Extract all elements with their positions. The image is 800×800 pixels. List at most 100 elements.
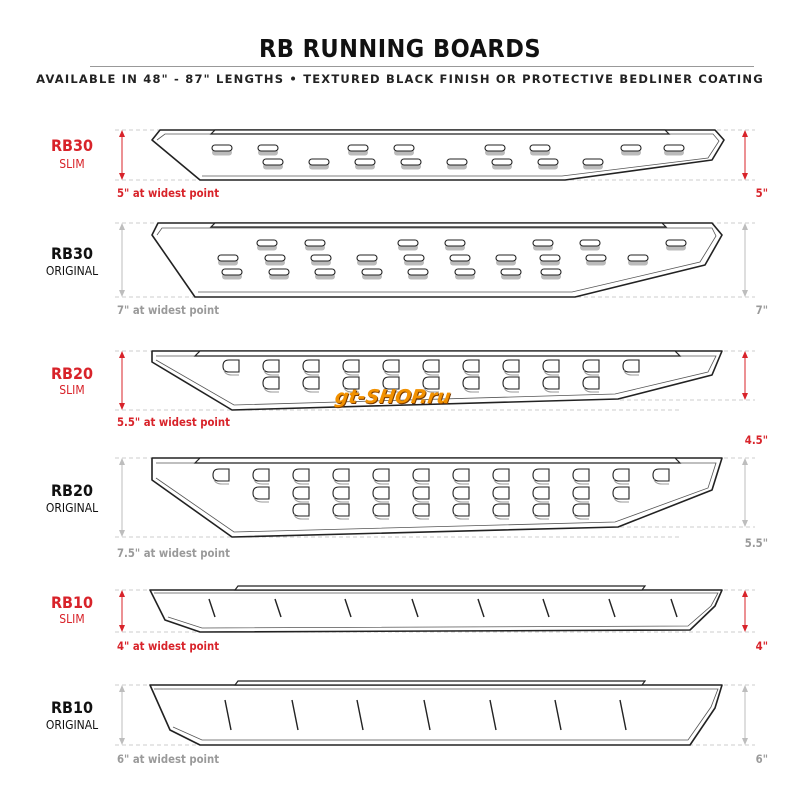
d-hole bbox=[292, 468, 310, 482]
widest-dimension: 5.5" at widest point bbox=[117, 415, 230, 429]
d-hole bbox=[302, 359, 320, 373]
slot-hole bbox=[627, 254, 649, 262]
board-outline bbox=[151, 129, 725, 181]
slot-hole bbox=[256, 239, 278, 247]
slot-hole bbox=[407, 268, 429, 276]
arrow-head-icon bbox=[119, 590, 125, 597]
d-hole bbox=[542, 359, 560, 373]
page-title: RB RUNNING BOARDS bbox=[258, 34, 542, 63]
d-hole-shadow bbox=[463, 386, 479, 393]
board-variant: SLIM bbox=[59, 383, 85, 397]
d-hole-shadow bbox=[343, 369, 359, 376]
slot-hole bbox=[585, 254, 607, 262]
d-hole bbox=[502, 359, 520, 373]
board-outline bbox=[149, 684, 723, 746]
board-name: RB20 bbox=[50, 481, 94, 500]
arrow-head-icon bbox=[119, 403, 125, 410]
arrow-head-icon bbox=[742, 625, 748, 632]
d-hole-shadow bbox=[493, 478, 509, 485]
arrow-head-icon bbox=[119, 290, 125, 297]
arrow-head-icon bbox=[742, 290, 748, 297]
tread-slash bbox=[356, 699, 364, 731]
board-name: RB10 bbox=[50, 698, 94, 717]
d-hole-shadow bbox=[463, 369, 479, 376]
d-hole bbox=[372, 503, 390, 517]
d-hole-shadow bbox=[293, 478, 309, 485]
d-hole-shadow bbox=[303, 386, 319, 393]
widest-dimension: 7.5" at widest point bbox=[117, 546, 230, 560]
slot-hole bbox=[354, 158, 376, 166]
arrow-head-icon bbox=[742, 520, 748, 527]
d-hole bbox=[342, 359, 360, 373]
d-hole-shadow bbox=[213, 478, 229, 485]
d-hole-shadow bbox=[653, 478, 669, 485]
d-hole bbox=[452, 486, 470, 500]
d-hole bbox=[532, 503, 550, 517]
d-hole bbox=[572, 468, 590, 482]
widest-dimension: 7" at widest point bbox=[117, 303, 220, 317]
board-name: RB30 bbox=[50, 136, 94, 155]
arrow-head-icon bbox=[742, 685, 748, 692]
step-plate bbox=[233, 585, 647, 591]
arrow-head-icon bbox=[119, 685, 125, 692]
tread-slash bbox=[411, 598, 419, 618]
d-hole-shadow bbox=[253, 496, 269, 503]
slot-hole bbox=[500, 268, 522, 276]
arrow-head-icon bbox=[119, 458, 125, 465]
d-hole-shadow bbox=[573, 496, 589, 503]
d-hole bbox=[262, 376, 280, 390]
d-hole-shadow bbox=[263, 369, 279, 376]
slot-hole bbox=[539, 254, 561, 262]
d-hole bbox=[412, 503, 430, 517]
d-hole-shadow bbox=[623, 369, 639, 376]
slot-hole bbox=[663, 144, 685, 152]
d-hole bbox=[332, 468, 350, 482]
subtitle: AVAILABLE IN 48" - 87" LENGTHS • TEXTURE… bbox=[36, 72, 764, 86]
step-plate bbox=[193, 350, 682, 357]
d-hole bbox=[532, 468, 550, 482]
slot-hole bbox=[361, 268, 383, 276]
d-hole bbox=[452, 468, 470, 482]
slot-hole bbox=[446, 158, 468, 166]
slot-hole bbox=[257, 144, 279, 152]
watermark-logo: gt-SHOP.ru bbox=[333, 386, 452, 408]
d-hole-shadow bbox=[343, 386, 359, 393]
d-hole-shadow bbox=[373, 478, 389, 485]
d-hole bbox=[262, 359, 280, 373]
d-hole bbox=[302, 376, 320, 390]
board-name: RB30 bbox=[50, 244, 94, 263]
slot-hole bbox=[537, 158, 559, 166]
tread-slash bbox=[208, 598, 216, 618]
arrow-head-icon bbox=[742, 458, 748, 465]
slot-hole bbox=[403, 254, 425, 262]
board-variant: SLIM bbox=[59, 157, 85, 171]
arrow-head-icon bbox=[119, 738, 125, 745]
d-hole bbox=[412, 486, 430, 500]
board-variant: ORIGINAL bbox=[45, 501, 99, 515]
d-hole-shadow bbox=[573, 478, 589, 485]
slot-hole bbox=[532, 239, 554, 247]
d-hole bbox=[292, 486, 310, 500]
arrow-head-icon bbox=[119, 530, 125, 537]
board-edge bbox=[154, 688, 719, 741]
slot-hole bbox=[529, 144, 551, 152]
d-hole bbox=[222, 359, 240, 373]
tread-slash bbox=[224, 699, 232, 731]
d-hole-shadow bbox=[373, 496, 389, 503]
end-dimension: 4.5" bbox=[744, 433, 768, 447]
end-dimension: 6" bbox=[755, 752, 768, 766]
d-hole bbox=[252, 486, 270, 500]
d-hole bbox=[332, 503, 350, 517]
arrow-head-icon bbox=[742, 351, 748, 358]
board-outline bbox=[151, 457, 723, 538]
arrow-head-icon bbox=[742, 738, 748, 745]
slot-hole bbox=[579, 239, 601, 247]
d-hole bbox=[342, 376, 360, 390]
slot-hole bbox=[454, 268, 476, 276]
arrow-head-icon bbox=[742, 173, 748, 180]
board-outline bbox=[149, 589, 723, 633]
d-hole-shadow bbox=[583, 369, 599, 376]
d-hole-shadow bbox=[423, 386, 439, 393]
arrow-head-icon bbox=[119, 173, 125, 180]
